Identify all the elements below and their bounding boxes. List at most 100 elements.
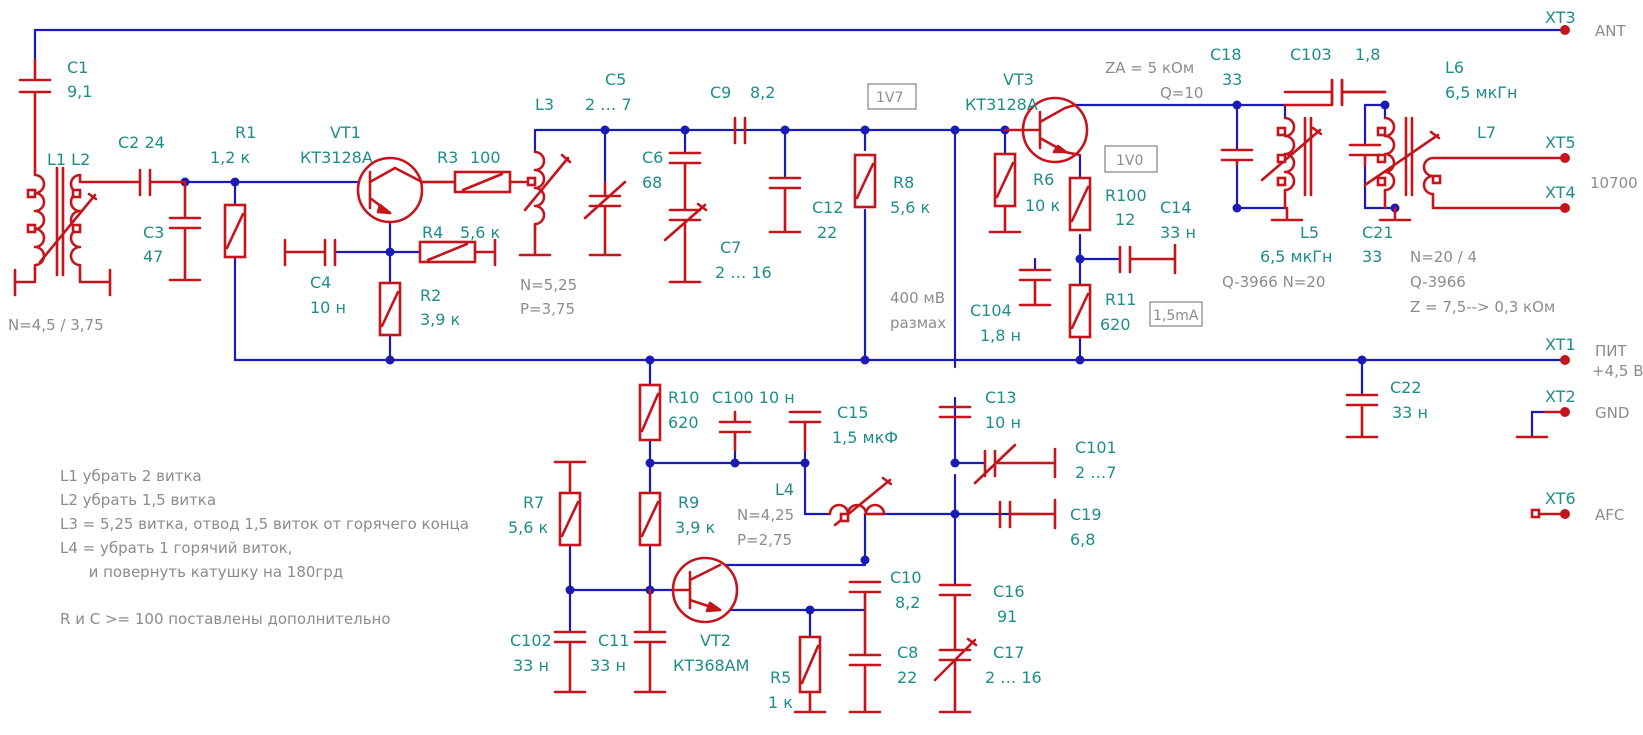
c102-value: 33 н [513,656,549,675]
supply-voltage-label: +4,5 В [1592,362,1643,380]
c11-label: C11 [598,631,630,650]
capacitor-c102 [553,630,587,694]
junction-dots [180,100,1400,615]
capacitor-c103 [1283,78,1387,107]
transistor-vt3 [1003,96,1089,164]
r3-value: 100 [470,148,501,167]
c9-label: C9 [710,83,731,102]
capacitor-c21 [1348,143,1382,167]
r100-value: 12 [1115,210,1135,229]
c8-value: 22 [897,668,917,687]
l6-q-note: Q-3966 [1410,273,1466,291]
r9-label: R9 [678,493,699,512]
inductor-l6-l7 [1363,116,1567,222]
resistor-r4 [418,238,497,267]
c9-value: 8,2 [750,83,775,102]
resistor-r6 [988,152,1022,234]
c19-label: C19 [1070,505,1102,524]
r2-label: R2 [420,286,441,305]
c11-value: 33 н [590,656,626,675]
c102-label: C102 [510,631,552,650]
r10-label: R10 [668,388,699,407]
c3-label: C3 [143,223,164,242]
connector-xt6-label: XT6 [1545,489,1576,508]
l3-tap-note: P=3,75 [520,300,575,318]
if-frequency-label: 10700 [1590,174,1638,192]
c8-label: C8 [897,643,918,662]
l5-note: Q-3966 N=20 [1222,273,1325,291]
c13-label: C13 [985,388,1017,407]
c14-label: C14 [1160,198,1192,217]
c7-label: C7 [720,238,741,257]
c16-label: C16 [993,582,1025,601]
transistor-vt2 [671,556,739,624]
inductor-l3 [518,150,572,257]
c6-value: 68 [642,173,662,192]
capacitor-c15 [788,410,822,452]
c10-value: 8,2 [895,593,920,612]
r1-label: R1 [235,123,256,142]
resistor-r3 [453,170,537,194]
c22-label: C22 [1390,378,1422,397]
vt3-label: VT3 [1003,70,1034,89]
c21-value: 33 [1362,247,1382,266]
capacitor-c5 [583,180,627,257]
c7-value: 2 … 16 [715,263,772,282]
impedance-note: Z = 7,5--> 0,3 кОм [1410,298,1555,316]
resistor-r11 [1068,283,1092,339]
vt2-type: КТ368АМ [673,656,749,675]
c5-label: C5 [605,70,626,89]
connector-xt5-label: XT5 [1545,133,1576,152]
note-line-2: L2 убрать 1,5 витка [60,491,216,509]
ground-label: GND [1595,404,1629,422]
r9-value: 3,9 к [675,518,716,537]
l5-label: L5 [1300,223,1319,242]
l6-value: 6,5 мкГн [1445,83,1517,102]
r7-value: 5,6 к [508,518,549,537]
inductor-l5 [1260,116,1323,222]
c15-value: 1,5 мкФ [832,428,898,447]
swing-label-2: размах [890,314,946,332]
c22-value: 33 н [1392,403,1428,422]
r5-value: 1 к [768,693,793,712]
resistor-r7 [553,460,587,547]
l4-tap-note: P=2,75 [737,531,792,549]
r6-value: 10 к [1025,196,1060,215]
capacitor-c9 [733,116,747,145]
l7-label: L7 [1477,123,1496,142]
r4-label: R4 [422,223,443,242]
r8-value: 5,6 к [890,198,931,217]
c17-label: C17 [993,643,1025,662]
resistor-r2 [378,281,402,337]
c10-label: C10 [890,568,922,587]
c5-value: 2 … 7 [585,95,632,114]
l3-turns-note: N=5,25 [520,276,577,294]
c19-value: 6,8 [1070,530,1095,549]
connector-xt4-label: XT4 [1545,183,1576,202]
note-line-4: L4 = убрать 1 горячий виток, [60,539,293,557]
resistor-r10 [638,383,662,442]
c1-value: 9,1 [67,82,92,101]
connector-xt2-label: XT2 [1545,387,1576,406]
vt1-label: VT1 [330,123,361,142]
swing-label: 400 мВ [890,289,945,307]
capacitor-c13 [938,405,972,419]
capacitor-c10 [848,580,882,657]
connector-xt3-label: XT3 [1545,8,1576,27]
c103-value: 1,8 [1355,45,1380,64]
c6-label: C6 [642,148,663,167]
voltage-1v7-label: 1V7 [876,90,903,106]
r100-label: R100 [1105,186,1147,205]
c16-value: 91 [997,607,1017,626]
resistor-r100 [1068,176,1092,232]
r11-label: R11 [1105,290,1136,309]
r8-label: R8 [893,173,914,192]
capacitor-c100 [718,410,752,452]
capacitor-c22 [1345,393,1379,439]
l5-value: 6,5 мкГн [1260,247,1332,266]
resistor-r8 [853,153,877,209]
c12-label: C12 [812,198,844,217]
c104-label: C104 [970,301,1012,320]
c21-label: C21 [1362,223,1394,242]
supply-label: ПИТ [1595,342,1628,360]
